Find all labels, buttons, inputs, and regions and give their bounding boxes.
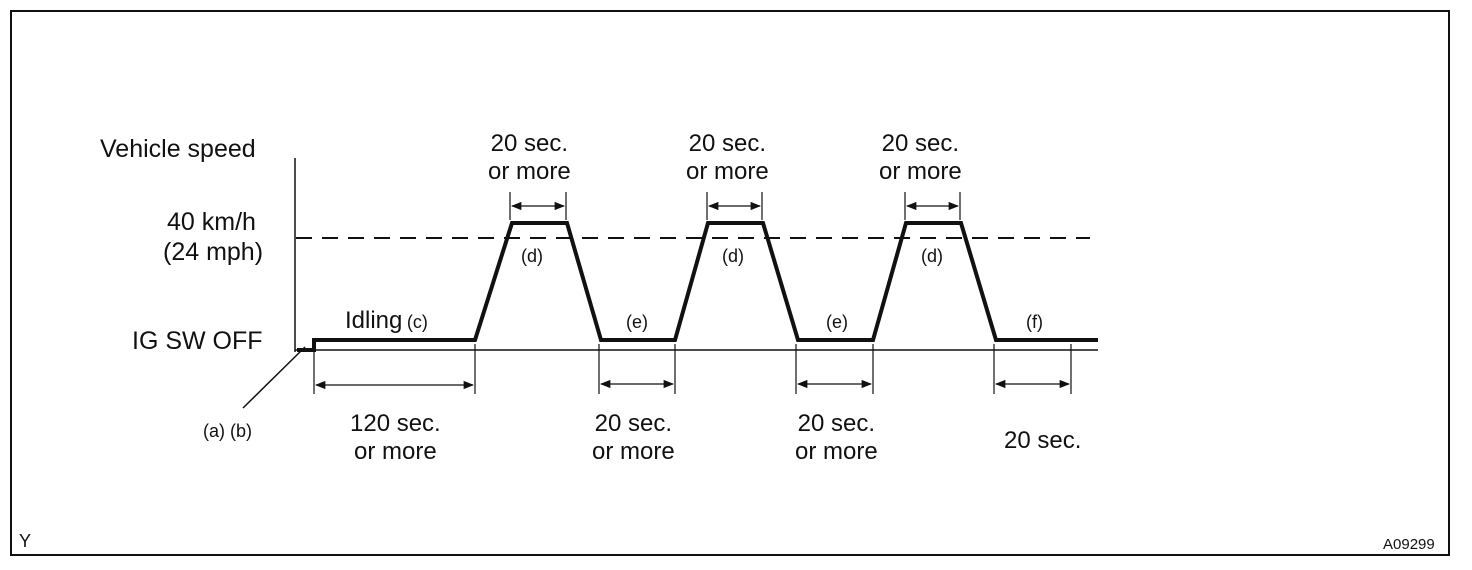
duration-line2: or more (879, 157, 962, 185)
idling-text: Idling (345, 307, 403, 334)
baseline-duration-3: 20 sec. or more (795, 410, 878, 465)
duration-line1: 20 sec. (490, 130, 569, 157)
baseline-duration-2: 20 sec. or more (592, 410, 675, 465)
figure-code: A09299 (1383, 536, 1435, 553)
high-speed-step-3: (d) (921, 246, 943, 266)
extension-lines (313, 192, 1072, 394)
speed-profile-line (297, 221, 1098, 352)
corner-code-left: Y (19, 531, 32, 551)
idling-label: Idling (c) (345, 307, 428, 335)
baseline-duration-4: 20 sec. (1004, 427, 1081, 455)
duration-line1: 20 sec. (797, 410, 876, 437)
speed-level-label: 40 km/h (167, 208, 256, 236)
duration-line2: or more (592, 437, 675, 465)
duration-line1: 20 sec. (1004, 427, 1082, 454)
high-speed-step-1: (d) (521, 246, 543, 266)
low-speed-step-1: (e) (626, 312, 648, 332)
duration-line1: 20 sec. (688, 130, 767, 157)
duration-line1: 120 sec. (350, 410, 441, 437)
high-speed-duration-3: 20 sec. or more (879, 130, 962, 185)
speed-level-mph-label: (24 mph) (163, 238, 264, 266)
idling-step: (c) (406, 312, 428, 332)
diagram-frame (10, 10, 1450, 556)
high-speed-duration-2: 20 sec. or more (686, 130, 769, 185)
baseline-label: IG SW OFF (132, 327, 263, 355)
duration-line1: 20 sec. (881, 130, 960, 157)
duration-line2: or more (795, 437, 878, 465)
duration-line2: or more (686, 157, 769, 185)
low-speed-step-3: (f) (1026, 312, 1043, 332)
start-leader-line (242, 346, 306, 409)
high-speed-duration-1: 20 sec. or more (488, 130, 571, 185)
start-steps-label: (a) (b) (203, 421, 252, 441)
low-speed-step-2: (e) (826, 312, 848, 332)
high-speed-step-2: (d) (722, 246, 744, 266)
baseline-duration-1: 120 sec. or more (350, 410, 441, 465)
duration-line2: or more (488, 157, 571, 185)
vertical-axis-label: Vehicle speed (100, 135, 256, 163)
duration-line2: or more (354, 437, 437, 465)
duration-line1: 20 sec. (594, 410, 673, 437)
